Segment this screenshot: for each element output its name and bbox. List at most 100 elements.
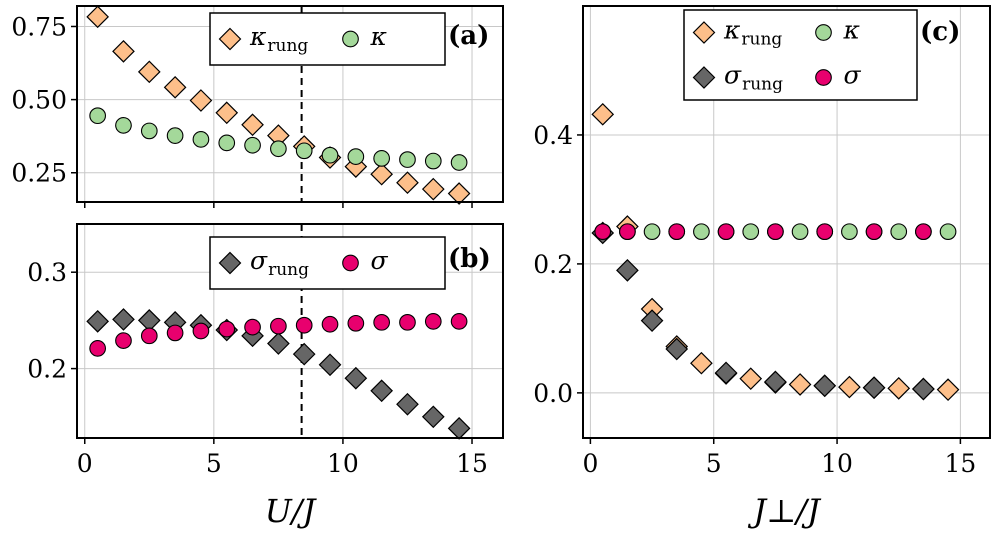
legend-marker <box>218 27 242 51</box>
data-point <box>344 366 368 390</box>
data-point <box>218 320 236 338</box>
data-point <box>295 316 313 334</box>
data-point <box>115 117 132 134</box>
data-point <box>318 353 342 377</box>
data-point <box>421 177 445 201</box>
data-point <box>424 152 442 170</box>
data-point <box>270 140 287 158</box>
y-tick-label: 0.0 <box>533 379 573 408</box>
x-tick-label: 5 <box>706 449 722 478</box>
data-point <box>347 314 365 332</box>
data-point <box>668 223 686 241</box>
x-tick-label: 15 <box>456 449 488 478</box>
data-point <box>218 134 236 152</box>
series-σ <box>89 313 468 357</box>
data-point <box>714 361 738 385</box>
data-point <box>292 342 316 366</box>
data-point <box>421 405 445 429</box>
data-point <box>838 375 861 399</box>
y-tick-label: 0.25 <box>11 159 67 188</box>
data-point <box>739 367 763 391</box>
data-point <box>424 313 442 330</box>
data-point <box>813 374 837 398</box>
data-point <box>841 223 858 241</box>
data-point <box>690 351 713 375</box>
legend-label: σ <box>844 61 862 90</box>
series-κ_rung <box>591 102 960 401</box>
data-point <box>591 102 615 126</box>
data-point <box>270 317 287 335</box>
data-point <box>619 223 636 241</box>
y-tick-label: 0.2 <box>27 355 67 384</box>
y-tick-label: 0.75 <box>11 12 67 41</box>
data-point <box>396 392 419 416</box>
data-point <box>450 154 468 171</box>
data-point <box>347 148 365 166</box>
data-point <box>295 142 313 160</box>
data-point <box>112 39 135 63</box>
x-axis-title: U/J <box>265 492 318 530</box>
data-point <box>915 223 932 241</box>
x-tick-label: 0 <box>582 449 598 478</box>
data-point <box>140 122 158 140</box>
x-tick-label: 15 <box>944 449 976 478</box>
data-point <box>166 127 184 144</box>
data-point <box>163 75 187 99</box>
plot-frame <box>76 5 504 203</box>
legend-marker <box>815 69 832 86</box>
data-point <box>166 324 184 342</box>
data-point <box>89 107 107 125</box>
data-point <box>594 223 612 241</box>
y-tick-label: 0.3 <box>27 258 67 287</box>
data-point <box>616 259 639 282</box>
data-point <box>791 223 809 241</box>
panel-label: (a) <box>448 21 489 51</box>
x-tick-label: 5 <box>206 449 222 478</box>
data-point <box>788 373 812 396</box>
data-point <box>321 315 339 333</box>
legend-box <box>209 236 446 290</box>
legend-box <box>209 12 446 66</box>
data-point <box>939 223 957 241</box>
data-point <box>764 370 787 394</box>
data-point <box>321 146 339 164</box>
data-point <box>936 378 960 401</box>
x-tick-label: 10 <box>327 449 359 478</box>
data-point <box>693 223 710 241</box>
panel-label: (c) <box>920 17 960 47</box>
data-point <box>192 131 210 148</box>
data-point <box>86 5 110 29</box>
data-point <box>865 223 883 241</box>
series-σ <box>594 223 932 241</box>
data-point <box>370 162 394 186</box>
data-point <box>912 377 935 401</box>
legend-box <box>683 9 918 101</box>
plot-frame <box>582 5 991 439</box>
data-point <box>396 171 419 195</box>
data-point <box>241 113 264 137</box>
data-point <box>267 332 290 355</box>
data-point <box>399 313 416 331</box>
data-point <box>192 322 210 340</box>
data-point <box>767 223 784 241</box>
legend-label: κ <box>370 22 388 51</box>
legend-label: κ <box>843 16 861 45</box>
legend-marker <box>342 30 359 48</box>
data-point <box>447 417 471 440</box>
legend-marker <box>218 251 242 275</box>
legend-marker <box>815 24 832 41</box>
series-κ <box>89 107 468 171</box>
data-point <box>643 223 661 241</box>
data-point <box>887 377 911 400</box>
data-point <box>816 223 834 241</box>
data-point <box>742 223 760 241</box>
data-point <box>112 308 135 331</box>
data-point <box>862 376 886 400</box>
data-point <box>86 310 110 333</box>
data-point <box>215 101 239 125</box>
data-point <box>137 60 161 84</box>
series-σ_rung <box>86 308 471 440</box>
